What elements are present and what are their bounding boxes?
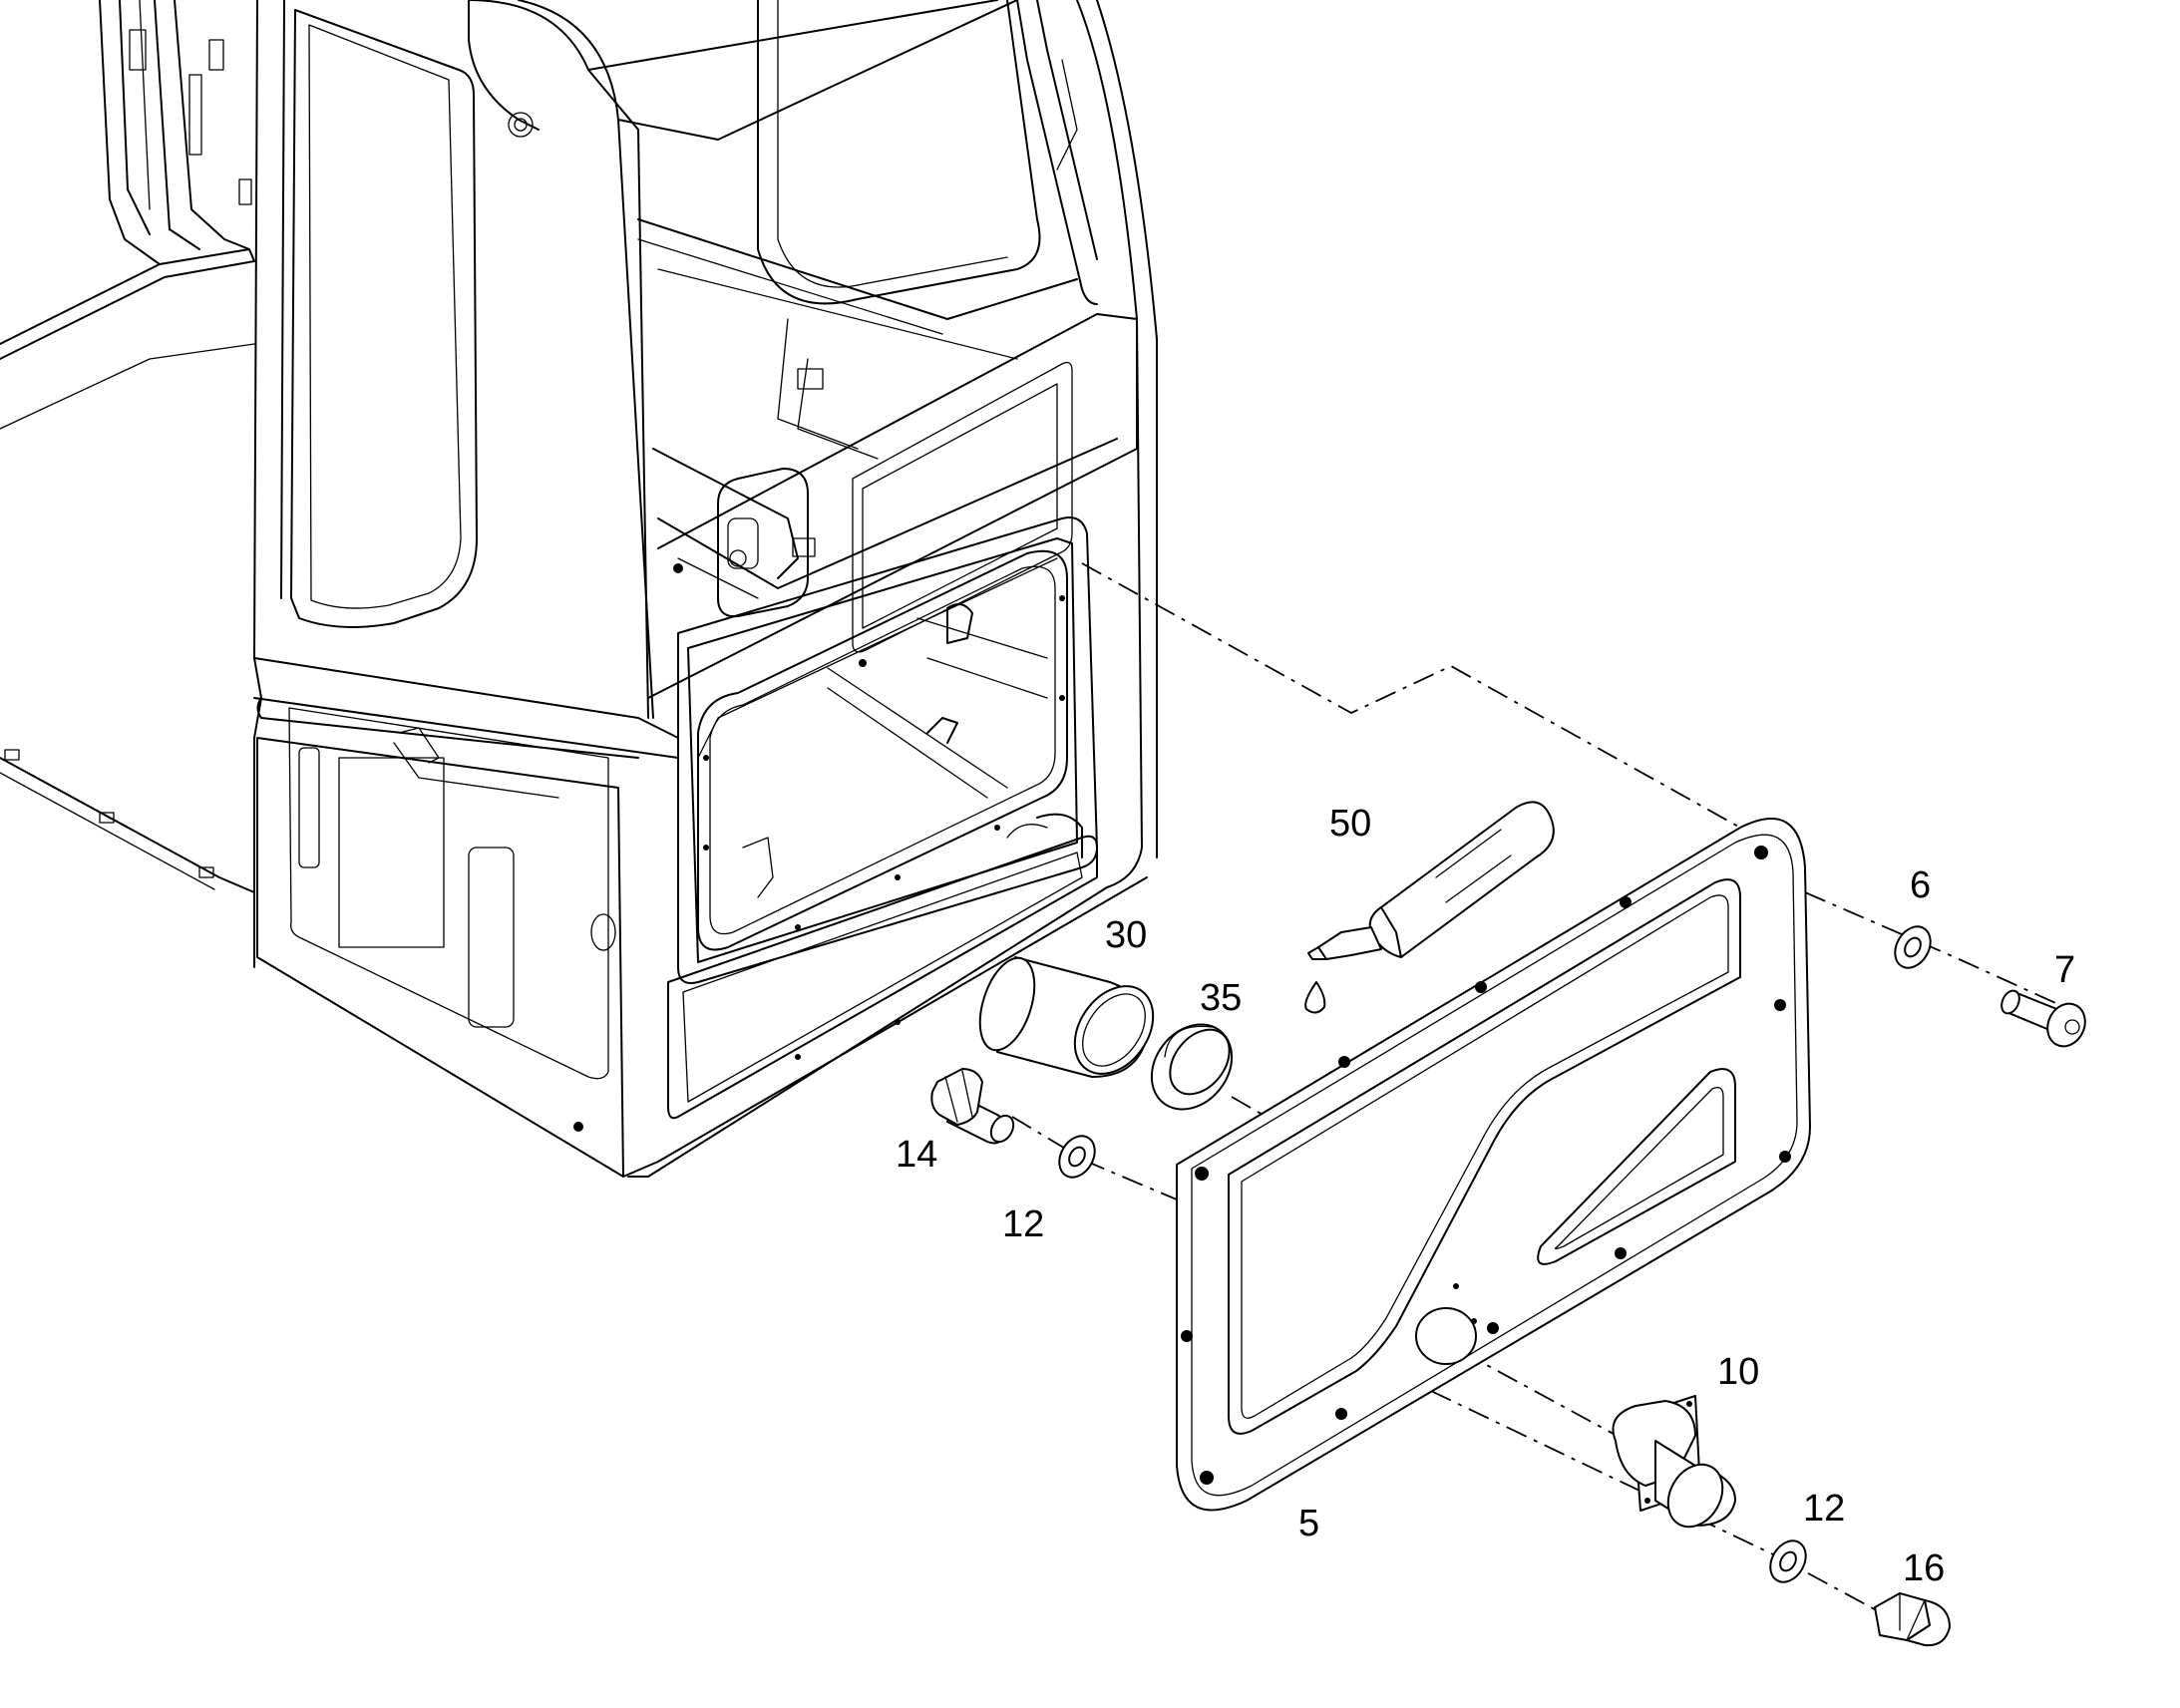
tube-part-50 xyxy=(1304,801,1555,1014)
washer-part-12-lower xyxy=(1769,1539,1807,1583)
callout-50: 50 xyxy=(1329,803,1371,845)
washer-part-6 xyxy=(1894,925,1932,969)
sleeve-part-10 xyxy=(1612,1395,1736,1529)
callout-6: 6 xyxy=(1910,864,1931,906)
callout-35: 35 xyxy=(1200,977,1242,1019)
callout-5: 5 xyxy=(1298,1503,1319,1544)
panel-part-5 xyxy=(1176,818,1811,1512)
screw-part-7 xyxy=(2000,989,2086,1048)
callout-labels: 50 6 7 30 35 14 12 10 5 12 16 xyxy=(896,803,2075,1589)
callout-14: 14 xyxy=(896,1134,937,1176)
washer-part-12-upper xyxy=(1058,1135,1096,1179)
callout-30: 30 xyxy=(1105,914,1147,956)
leader-10 xyxy=(1460,1350,1636,1447)
callout-12-lower: 12 xyxy=(1803,1488,1845,1530)
callout-12-upper: 12 xyxy=(1002,1203,1044,1245)
leader-panel-to-frame xyxy=(1081,562,1741,829)
callout-16: 16 xyxy=(1903,1547,1945,1589)
ring-part-35 xyxy=(1150,1023,1234,1111)
callout-10: 10 xyxy=(1717,1351,1759,1393)
cab-frame xyxy=(0,0,1158,1178)
cap-nut-part-16 xyxy=(1874,1592,1951,1647)
callout-7: 7 xyxy=(2054,949,2075,991)
cylinder-part-30 xyxy=(978,956,1155,1078)
leader-6-7 xyxy=(1804,891,2065,1008)
bolt-part-14 xyxy=(930,1068,1015,1145)
